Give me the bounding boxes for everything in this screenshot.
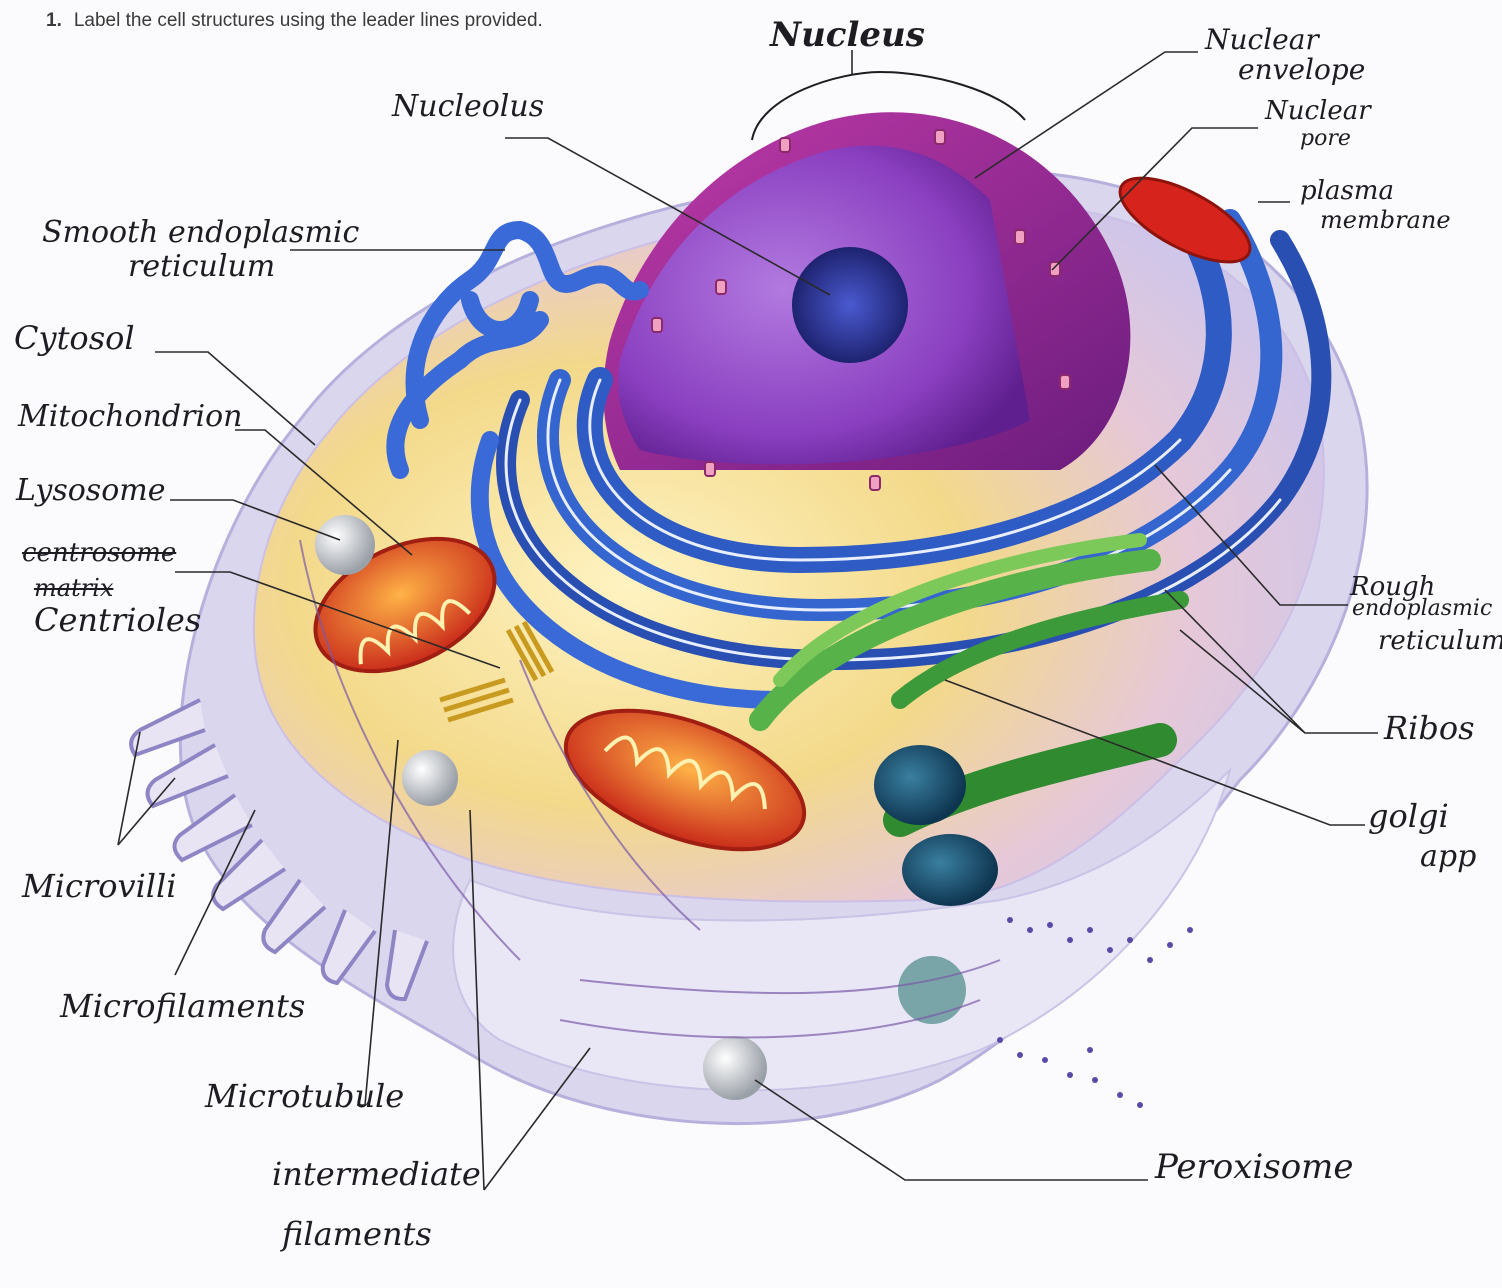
label-smooth-er-1: Smooth endoplasmic: [42, 218, 359, 248]
label-plasma-membrane-1: plasma: [1300, 178, 1394, 204]
label-microvilli: Microvilli: [22, 870, 177, 902]
nucleus: [603, 112, 1130, 490]
label-ribosomes: Ribos: [1384, 712, 1475, 744]
label-nucleolus: Nucleolus: [392, 92, 544, 122]
label-golgi-2: app: [1420, 842, 1476, 872]
label-crossed-out-2: matrix: [34, 576, 113, 600]
label-lysosome: Lysosome: [16, 476, 165, 506]
label-nuclear-pore-2: pore: [1300, 128, 1351, 150]
label-microtubule: Microtubule: [205, 1080, 404, 1112]
label-crossed-out-1: centrosome: [22, 540, 176, 566]
label-golgi-1: golgi: [1368, 800, 1449, 832]
label-intermediate-2: filaments: [282, 1218, 432, 1250]
label-nuclear-envelope-2: envelope: [1238, 56, 1365, 84]
label-rough-er-3: reticulum: [1378, 628, 1502, 654]
label-centrioles: Centrioles: [34, 604, 201, 636]
label-peroxisome: Peroxisome: [1155, 1150, 1354, 1184]
lysosome: [315, 515, 375, 575]
label-nuclear-envelope-1: Nuclear: [1205, 26, 1319, 54]
nucleolus: [792, 247, 908, 363]
label-plasma-membrane-2: membrane: [1320, 208, 1451, 232]
label-microfilaments: Microfilaments: [60, 990, 305, 1022]
label-smooth-er-2: reticulum: [128, 252, 275, 282]
label-rough-er-2: endoplasmic: [1352, 598, 1492, 620]
label-mitochondrion: Mitochondrion: [18, 402, 242, 432]
label-nuclear-pore-1: Nuclear: [1265, 98, 1371, 124]
label-cytosol: Cytosol: [14, 322, 135, 354]
label-intermediate-1: intermediate: [272, 1158, 481, 1190]
label-nucleus: Nucleus: [770, 18, 925, 52]
